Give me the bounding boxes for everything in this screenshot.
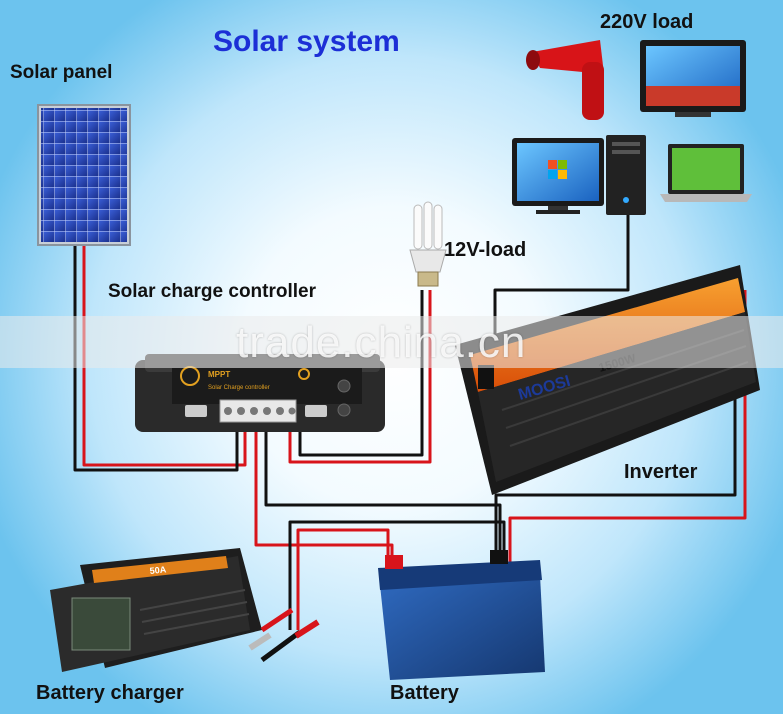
wire-ctrl-bat-black bbox=[264, 425, 502, 570]
wire-load12-black bbox=[298, 290, 424, 457]
controller-brand: MPPT bbox=[208, 370, 230, 379]
controller-subtitle: Solar Charge controller bbox=[208, 385, 270, 391]
watermark-text: trade.china.cn bbox=[236, 318, 527, 367]
wire-charger-black bbox=[288, 520, 506, 630]
diagram-title: Solar system bbox=[213, 25, 400, 58]
battery-charger-icon: 50A bbox=[50, 548, 262, 672]
label-battery: Battery bbox=[390, 682, 459, 704]
wire-inv-bat-black bbox=[494, 380, 737, 570]
label-battery-charger: Battery charger bbox=[36, 682, 184, 704]
tv-icon bbox=[640, 40, 746, 117]
label-solar-panel: Solar panel bbox=[10, 62, 113, 83]
label-220v-load: 220V load bbox=[600, 11, 694, 33]
wire-load12-red bbox=[288, 290, 432, 464]
battery-icon bbox=[378, 550, 545, 680]
battery-clamps-icon bbox=[248, 607, 320, 663]
charger-rating: 50A bbox=[149, 564, 167, 576]
cfl-bulb-icon bbox=[409, 201, 447, 287]
desktop-pc-icon bbox=[512, 135, 646, 215]
wire-ctrl-bat-red bbox=[254, 425, 394, 570]
solar-panel-icon bbox=[37, 104, 131, 246]
wiring bbox=[73, 215, 747, 630]
label-charge-controller: Solar charge controller bbox=[108, 281, 317, 302]
hair-dryer-icon bbox=[526, 40, 604, 120]
wire-inv-bat-red bbox=[508, 290, 747, 570]
wire-charger-red bbox=[296, 528, 390, 630]
label-inverter: Inverter bbox=[624, 461, 698, 483]
laptop-icon bbox=[660, 144, 752, 202]
label-12v-load: 12V-load bbox=[444, 239, 527, 261]
watermark-band bbox=[0, 316, 783, 368]
inverter-icon: MOOSI 1500W bbox=[455, 265, 760, 495]
